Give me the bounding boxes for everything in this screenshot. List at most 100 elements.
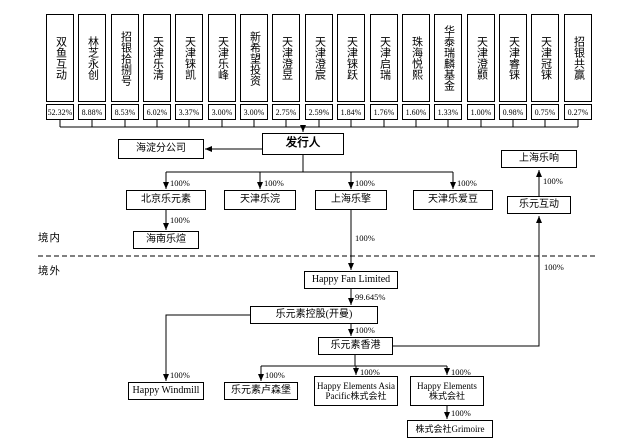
shareholder-name: 招银拾捌号 — [119, 30, 132, 86]
shareholder-name: 天津澄昱 — [280, 36, 293, 80]
shareholder-name-box: 天津睿铼 — [499, 14, 527, 102]
node-tianjin-leaidou: 天津乐爱豆 — [413, 190, 493, 210]
shareholder-name-box: 天津铼跃 — [337, 14, 365, 102]
node-leyuan-hudong: 乐元互动 — [507, 196, 571, 214]
node-happy-elements-kk: Happy Elements株式会社 — [410, 376, 484, 406]
shareholder-name: 双鱼互动 — [54, 36, 67, 80]
shareholder-percent: 1.84% — [337, 104, 365, 120]
node-hongkong: 乐元素香港 — [318, 337, 393, 355]
shareholder-column: 珠海悦熙 1.60% — [402, 14, 430, 120]
ownership-label-asia-pacific: 100% — [360, 367, 380, 377]
shareholder-percent: 52.32% — [46, 104, 74, 120]
ownership-label-luxembourg: 100% — [265, 370, 285, 380]
shareholder-column: 招银共赢 0.27% — [564, 14, 592, 120]
shareholder-name: 珠海悦熙 — [410, 36, 423, 80]
shareholder-name: 招银共赢 — [572, 36, 585, 80]
shareholder-column: 林芝永创 8.88% — [78, 14, 106, 120]
shareholder-name-box: 华泰瑞麟基金 — [434, 14, 462, 102]
ownership-label-happy-fan: 100% — [355, 233, 375, 243]
shareholder-name-box: 天津乐清 — [143, 14, 171, 102]
shareholder-name: 天津乐清 — [151, 36, 164, 80]
shareholder-percent: 0.75% — [531, 104, 559, 120]
shareholder-name-box: 天津冠铼 — [531, 14, 559, 102]
shareholder-column: 天津乐清 6.02% — [143, 14, 171, 120]
shareholder-percent: 0.98% — [499, 104, 527, 120]
ownership-label-leyuan-hudong: 100% — [544, 262, 564, 272]
shareholder-column: 天津乐峰 3.00% — [208, 14, 236, 120]
shareholder-percent: 8.88% — [78, 104, 106, 120]
shareholder-percent: 1.60% — [402, 104, 430, 120]
shareholder-name-box: 林芝永创 — [78, 14, 106, 102]
shareholder-name-box: 天津铼凯 — [175, 14, 203, 102]
node-asia-pacific: Happy Elements Asia Pacific株式会社 — [314, 376, 398, 406]
shareholder-column: 天津澄颢 1.00% — [467, 14, 495, 120]
ownership-label-kabushiki: 100% — [451, 367, 471, 377]
shareholder-name-box: 天津澄颢 — [467, 14, 495, 102]
ownership-label-windmill: 100% — [170, 370, 190, 380]
ownership-label-shanghai-lexiang: 100% — [543, 176, 563, 186]
shareholder-name-box: 天津澄宸 — [305, 14, 333, 102]
node-cayman-holding: 乐元素控股(开曼) — [250, 306, 378, 324]
ownership-label-grimoire: 100% — [451, 408, 471, 418]
shareholder-percent: 3.00% — [208, 104, 236, 120]
shareholder-name: 天津冠铼 — [539, 36, 552, 80]
shareholder-name: 天津铼凯 — [183, 36, 196, 80]
shareholder-percent: 1.76% — [370, 104, 398, 120]
shareholder-name-box: 新希望投资 — [240, 14, 268, 102]
shareholder-name-box: 天津澄昱 — [272, 14, 300, 102]
shareholder-percent: 2.59% — [305, 104, 333, 120]
region-label-domestic: 境内 — [38, 233, 61, 244]
shareholder-name-box: 天津启瑞 — [370, 14, 398, 102]
shareholder-column: 天津铼凯 3.37% — [175, 14, 203, 120]
node-issuer: 发行人 — [262, 133, 344, 155]
ownership-label-tianjin-lehuan: 100% — [264, 178, 284, 188]
node-tianjin-lehuan: 天津乐浣 — [224, 190, 296, 210]
shareholder-name: 华泰瑞麟基金 — [442, 25, 455, 91]
shareholder-name-box: 天津乐峰 — [208, 14, 236, 102]
ownership-label-hongkong: 100% — [355, 325, 375, 335]
shareholder-column: 天津启瑞 1.76% — [370, 14, 398, 120]
shareholder-name-box: 双鱼互动 — [46, 14, 74, 102]
shareholder-column: 天津澄宸 2.59% — [305, 14, 333, 120]
node-beijing-happy-elements: 北京乐元素 — [126, 190, 206, 210]
shareholder-percent: 6.02% — [143, 104, 171, 120]
shareholder-name-box: 招银拾捌号 — [111, 14, 139, 102]
shareholder-name: 天津澄颢 — [475, 36, 488, 80]
ownership-label-hainan: 100% — [170, 215, 190, 225]
shareholder-percent: 3.37% — [175, 104, 203, 120]
shareholder-name: 天津澄宸 — [313, 36, 326, 80]
shareholder-column: 天津冠铼 0.75% — [531, 14, 559, 120]
shareholder-name: 天津铼跃 — [345, 36, 358, 80]
shareholder-percent: 0.27% — [564, 104, 592, 120]
shareholder-name: 新希望投资 — [248, 30, 261, 86]
shareholder-column: 天津睿铼 0.98% — [499, 14, 527, 120]
shareholder-name: 天津乐峰 — [216, 36, 229, 80]
node-shanghai-leqing: 上海乐擎 — [315, 190, 387, 210]
node-grimoire: 株式会社Grimoire — [407, 420, 493, 438]
shareholder-name-box: 珠海悦熙 — [402, 14, 430, 102]
shareholder-percent: 8.53% — [111, 104, 139, 120]
shareholder-name: 天津睿铼 — [507, 36, 520, 80]
shareholder-name: 天津启瑞 — [378, 36, 391, 80]
shareholder-percent: 1.00% — [467, 104, 495, 120]
ownership-label-shanghai-leqing: 100% — [355, 178, 375, 188]
ownership-label-cayman: 99.645% — [355, 292, 386, 302]
ownership-label-beijing: 100% — [170, 178, 190, 188]
shareholder-name-box: 招银共赢 — [564, 14, 592, 102]
shareholder-column: 天津澄昱 2.75% — [272, 14, 300, 120]
shareholder-percent: 2.75% — [272, 104, 300, 120]
node-luxembourg: 乐元素卢森堡 — [224, 382, 298, 400]
node-haidian-branch: 海淀分公司 — [118, 139, 204, 159]
node-shanghai-lexiang: 上海乐响 — [501, 150, 577, 168]
region-label-overseas: 境外 — [38, 266, 61, 277]
ownership-label-tianjin-leaidou: 100% — [457, 178, 477, 188]
shareholder-column: 招银拾捌号 8.53% — [111, 14, 139, 120]
node-hainan: 海南乐煊 — [133, 231, 199, 249]
shareholder-column: 天津铼跃 1.84% — [337, 14, 365, 120]
node-happy-fan-limited: Happy Fan Limited — [304, 271, 398, 289]
shareholder-name: 林芝永创 — [86, 36, 99, 80]
